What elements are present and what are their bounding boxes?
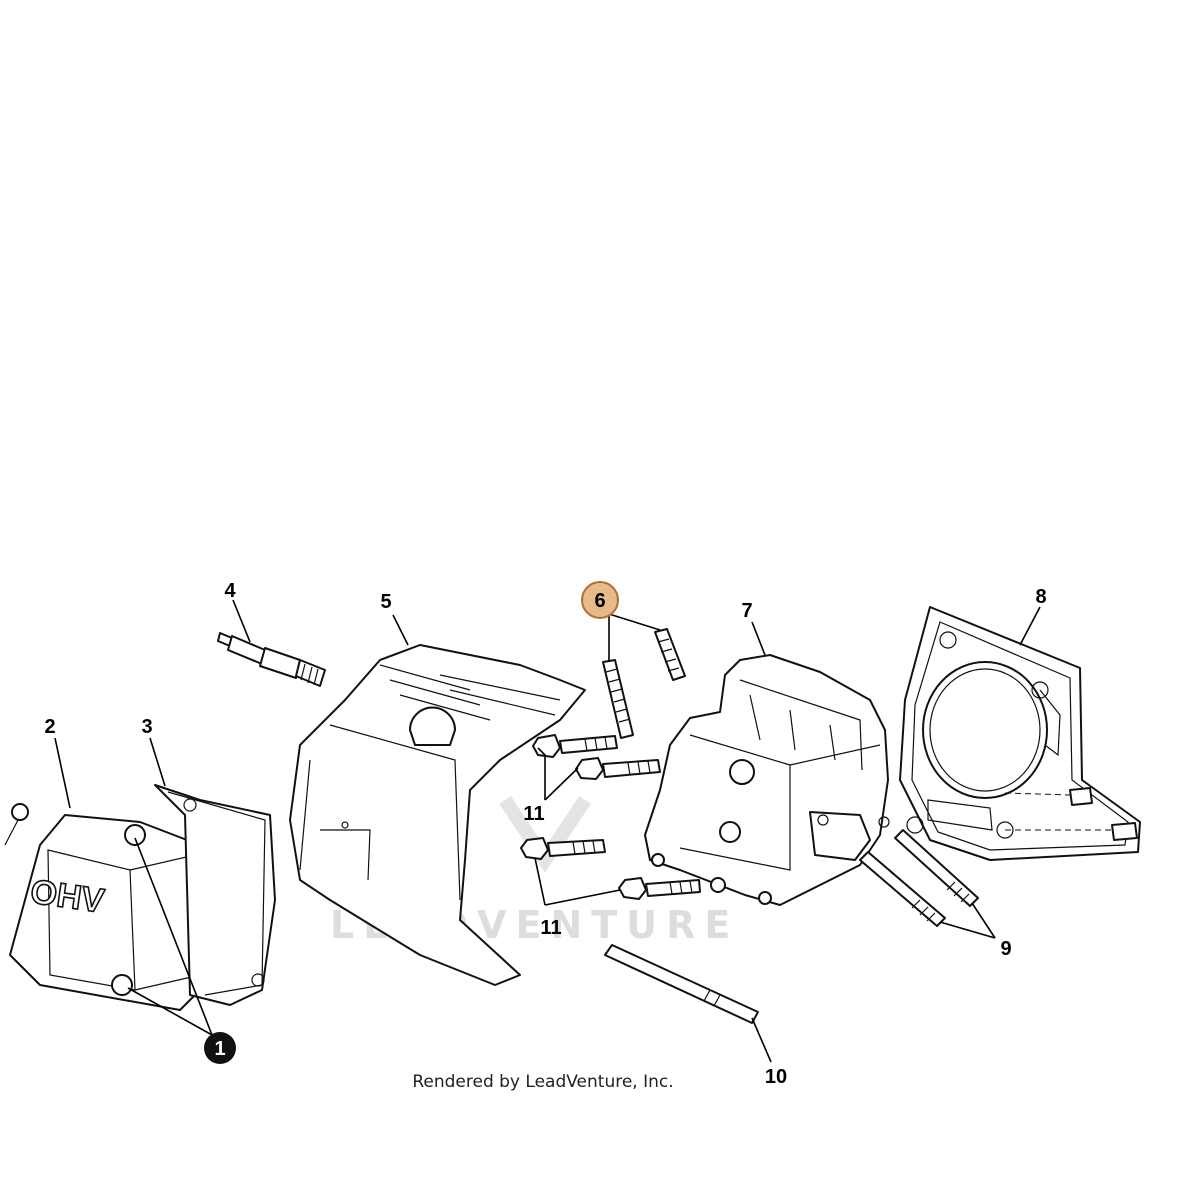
pushrod-part[interactable] [604, 944, 759, 1024]
dowel-pins-part[interactable] [859, 829, 979, 927]
bolt-d[interactable] [618, 877, 701, 900]
callout-5[interactable]: 5 [380, 591, 391, 613]
render-credit: Rendered by LeadVenture, Inc. [412, 1072, 673, 1092]
valve-cover-part[interactable]: OHV [4, 803, 211, 1011]
callout-labels: 1 2 3 4 5 6 7 8 9 10 11 11 [44, 580, 1046, 1088]
callout-6-highlighted[interactable]: 6 [581, 581, 619, 619]
cylinder-shroud-part[interactable] [289, 644, 586, 986]
valve-cover-gasket-part[interactable] [154, 784, 276, 1006]
callout-2[interactable]: 2 [44, 716, 55, 738]
callout-11-upper[interactable]: 11 [523, 803, 544, 825]
callout-9[interactable]: 9 [1000, 938, 1011, 960]
callout-11-lower[interactable]: 11 [540, 917, 561, 939]
head-gasket-part[interactable] [899, 606, 1141, 861]
callout-1[interactable]: 1 [204, 1032, 236, 1064]
ohv-embossed-text: OHV [28, 873, 107, 921]
spark-plug-part[interactable] [217, 632, 326, 687]
bolt-b[interactable] [575, 757, 661, 780]
head-bolts-part[interactable] [520, 734, 701, 900]
callout-8[interactable]: 8 [1035, 586, 1046, 608]
studs-part[interactable] [602, 628, 686, 739]
leader-lines [54, 599, 1041, 1063]
bolt-c[interactable] [520, 837, 606, 860]
callout-4[interactable]: 4 [224, 580, 236, 602]
callout-10[interactable]: 10 [765, 1066, 787, 1088]
svg-text:6: 6 [594, 590, 605, 612]
bolt-a[interactable] [532, 734, 618, 758]
cylinder-head-part[interactable] [644, 654, 890, 906]
callout-7[interactable]: 7 [741, 600, 752, 622]
callout-3[interactable]: 3 [141, 716, 152, 738]
svg-text:1: 1 [214, 1038, 225, 1060]
